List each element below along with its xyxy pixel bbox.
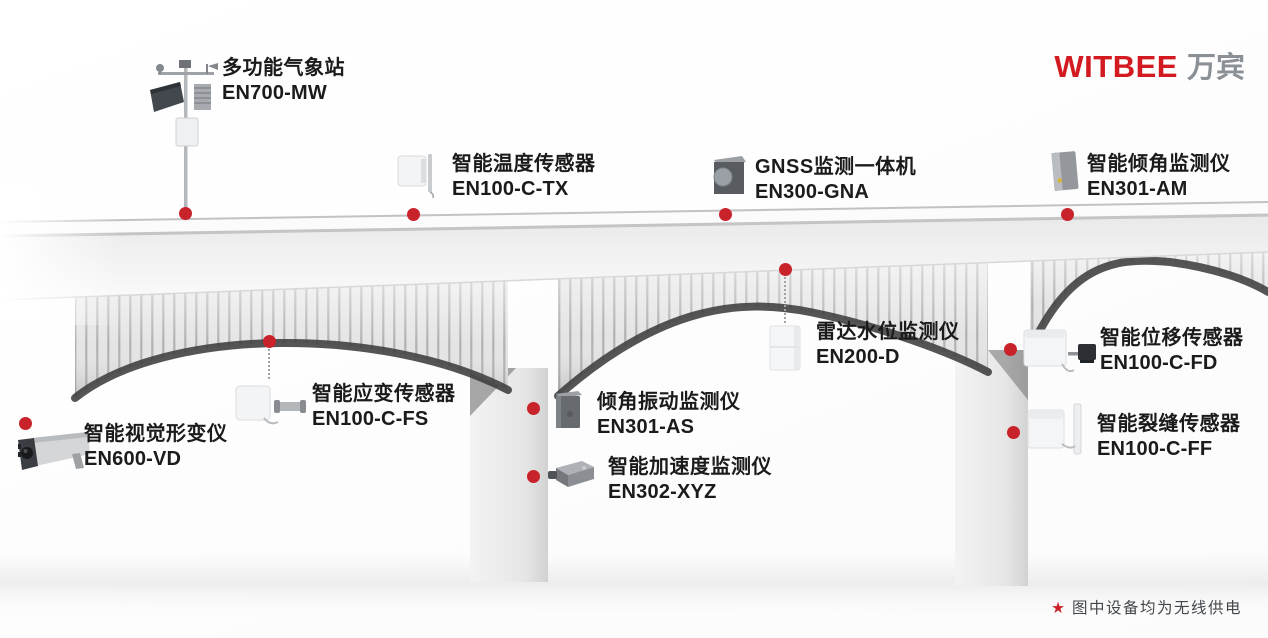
device-label-tilt-vibration-monitor: 倾角振动监测仪 EN301-AS: [597, 390, 741, 440]
device-model: EN302-XYZ: [608, 481, 717, 503]
device-name: GNSS监测一体机: [755, 156, 917, 178]
connector-strain-sensor: [268, 349, 270, 379]
device-model: EN300-GNA: [755, 181, 870, 203]
device-label-displacement-sensor: 智能位移传感器 EN100-C-FD: [1100, 326, 1244, 376]
marker-dot-strain-sensor: [262, 334, 276, 348]
marker-dot-radar-water-level: [778, 262, 792, 276]
device-model: EN100-C-FD: [1100, 352, 1218, 374]
arch-rib-2: [554, 302, 992, 400]
weather-station-icon: [146, 56, 226, 221]
device-name: 智能裂缝传感器: [1097, 413, 1241, 435]
marker-dot-tilt-vibration-monitor: [526, 401, 540, 415]
marker-dot-visual-deformation: [18, 416, 32, 430]
brand-suffix: 万宾: [1186, 52, 1245, 84]
device-model: EN100-C-TX: [452, 178, 569, 200]
device-model: EN100-C-FF: [1097, 438, 1213, 460]
device-name: 雷达水位监测仪: [816, 321, 960, 343]
tilt-vibration-monitor-icon: [548, 386, 588, 437]
device-name: 智能温度传感器: [452, 153, 596, 175]
tilt-monitor-icon: [1044, 144, 1086, 203]
deck-left-fade: [0, 185, 120, 325]
visual-deformation-icon: [10, 428, 94, 485]
device-name: 智能加速度监测仪: [608, 456, 772, 478]
device-label-strain-sensor: 智能应变传感器 EN100-C-FS: [312, 382, 456, 432]
device-label-crack-sensor: 智能裂缝传感器 EN100-C-FF: [1097, 412, 1241, 462]
device-label-visual-deformation: 智能视觉形变仪 EN600-VD: [84, 422, 228, 472]
marker-dot-tilt-monitor: [1060, 207, 1074, 221]
device-label-temperature-sensor: 智能温度传感器 EN100-C-TX: [452, 152, 596, 202]
brand-name: WITBEE: [1054, 49, 1178, 84]
footnote: ★ 图中设备均为无线供电: [1051, 596, 1242, 618]
spandrel-arch-2: [558, 263, 988, 396]
device-model: EN600-VD: [84, 448, 182, 470]
star-icon: ★: [1051, 600, 1065, 617]
marker-dot-acceleration-monitor: [526, 469, 540, 483]
footnote-text: 图中设备均为无线供电: [1071, 600, 1242, 617]
device-model: EN200-D: [816, 346, 900, 368]
marker-dot-temperature-sensor: [406, 207, 420, 221]
marker-dot-crack-sensor: [1006, 425, 1020, 439]
strain-sensor-icon: [234, 378, 308, 433]
arch-rib-3: [1026, 256, 1268, 354]
temperature-sensor-icon: [396, 150, 442, 203]
device-name: 多功能气象站: [222, 57, 345, 79]
device-name: 倾角振动监测仪: [597, 391, 741, 413]
device-model: EN700-MW: [222, 82, 327, 104]
gnss-monitor-icon: [706, 150, 750, 203]
radar-water-level-icon: [764, 322, 808, 379]
arch-rib-1: [71, 339, 512, 402]
device-label-gnss-monitor: GNSS监测一体机 EN300-GNA: [755, 155, 916, 205]
device-model: EN301-AM: [1087, 178, 1188, 200]
device-name: 智能倾角监测仪: [1087, 153, 1231, 175]
marker-dot-displacement-sensor: [1003, 342, 1017, 356]
device-name: 智能位移传感器: [1100, 327, 1244, 349]
marker-dot-weather-station: [178, 206, 192, 220]
crack-sensor-icon: [1024, 402, 1094, 463]
marker-dot-gnss-monitor: [718, 207, 732, 221]
device-model: EN100-C-FS: [312, 408, 429, 430]
device-name: 智能应变传感器: [312, 383, 456, 405]
displacement-sensor-icon: [1022, 324, 1100, 381]
device-label-tilt-monitor: 智能倾角监测仪 EN301-AM: [1087, 152, 1231, 202]
device-label-radar-water-level: 雷达水位监测仪 EN200-D: [816, 320, 960, 370]
bridge-deck: [0, 201, 1268, 301]
device-label-weather-station: 多功能气象站 EN700-MW: [222, 56, 345, 106]
device-model: EN301-AS: [597, 416, 695, 438]
ground-band: [0, 552, 1268, 622]
connector-radar-water-level: [784, 277, 786, 323]
pier-2: [955, 350, 1028, 586]
device-name: 智能视觉形变仪: [84, 423, 228, 445]
device-label-acceleration-monitor: 智能加速度监测仪 EN302-XYZ: [608, 455, 772, 505]
acceleration-monitor-icon: [544, 454, 598, 499]
spandrel-arch-3: [1030, 252, 1268, 350]
